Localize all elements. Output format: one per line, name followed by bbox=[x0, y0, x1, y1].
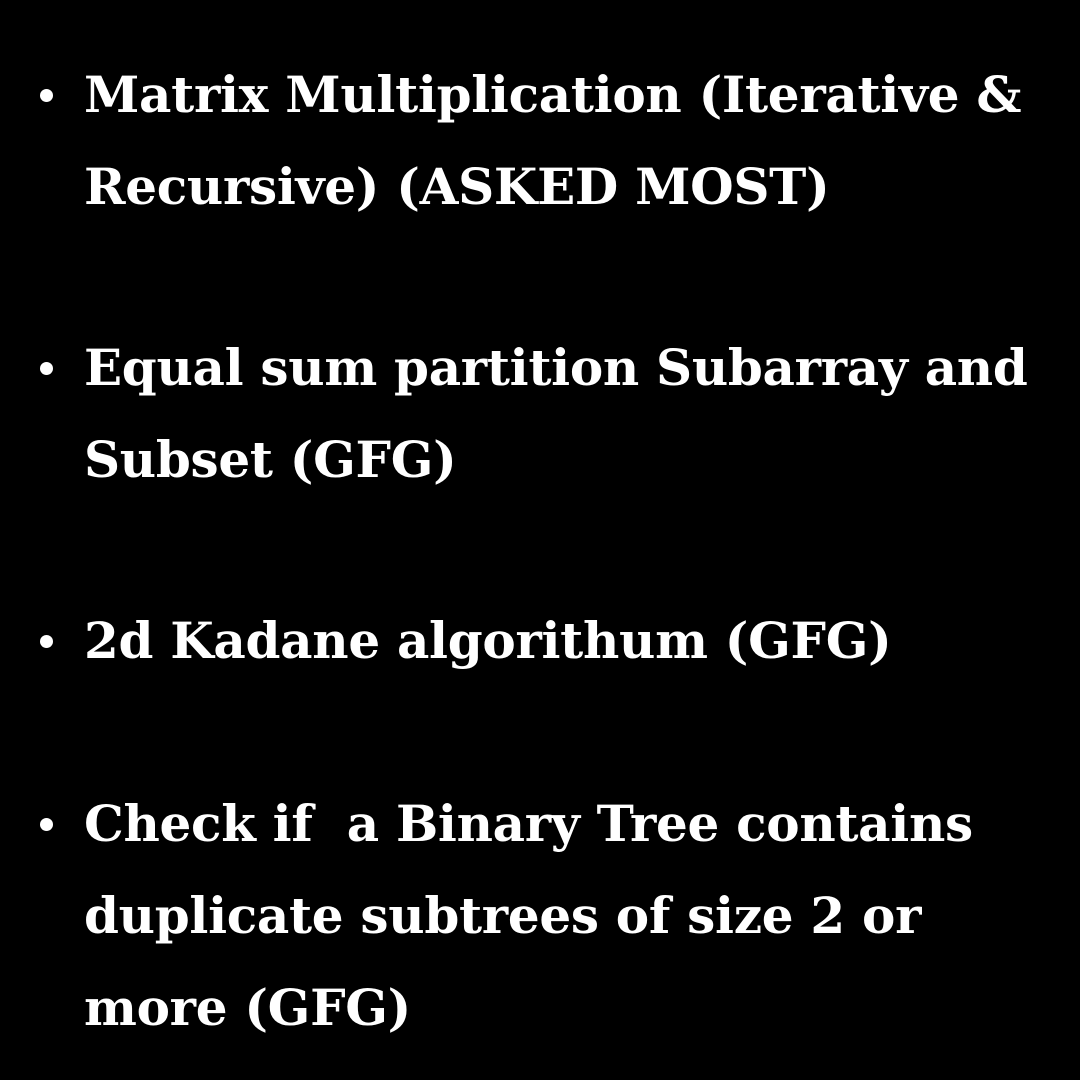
bullet-dot-icon bbox=[40, 362, 53, 375]
bullet-dot-icon bbox=[40, 635, 53, 648]
bullet-dot-icon bbox=[40, 818, 53, 831]
list-item-text: Equal sum partition Subarray and Subset … bbox=[84, 338, 1045, 489]
list-item-text: Matrix Multiplication (Iterative & Recur… bbox=[84, 65, 1039, 216]
bullet-dot-icon bbox=[40, 89, 53, 102]
list-item-text: Check if a Binary Tree contains duplicat… bbox=[84, 794, 990, 1037]
list-item-text: 2d Kadane algorithum (GFG) bbox=[84, 611, 892, 670]
